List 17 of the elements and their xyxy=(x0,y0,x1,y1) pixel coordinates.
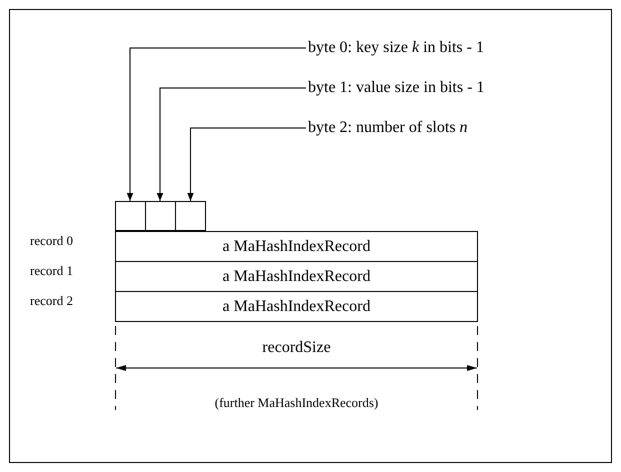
leader-text: byte 2: number of slots n xyxy=(308,118,468,138)
leader-text: byte 0: key size k in bits - 1 xyxy=(308,38,484,58)
record-label: record 1 xyxy=(30,263,73,279)
record-box: a MaHashIndexRecord xyxy=(115,261,478,292)
record-box: a MaHashIndexRecord xyxy=(115,231,478,262)
record-label: record 2 xyxy=(30,293,73,309)
byte-cell xyxy=(175,201,206,231)
leader-text: byte 1: value size in bits - 1 xyxy=(308,78,484,98)
leader-arrow xyxy=(187,128,306,202)
byte-cell xyxy=(115,201,145,231)
record-label: record 0 xyxy=(30,233,73,249)
leader-arrow xyxy=(156,88,306,202)
record-box: a MaHashIndexRecord xyxy=(115,291,478,322)
leader-arrow xyxy=(126,48,306,202)
dimension-label: recordSize xyxy=(261,338,332,358)
note: (further MaHashIndexRecords) xyxy=(214,395,380,411)
byte-cell xyxy=(145,201,175,231)
